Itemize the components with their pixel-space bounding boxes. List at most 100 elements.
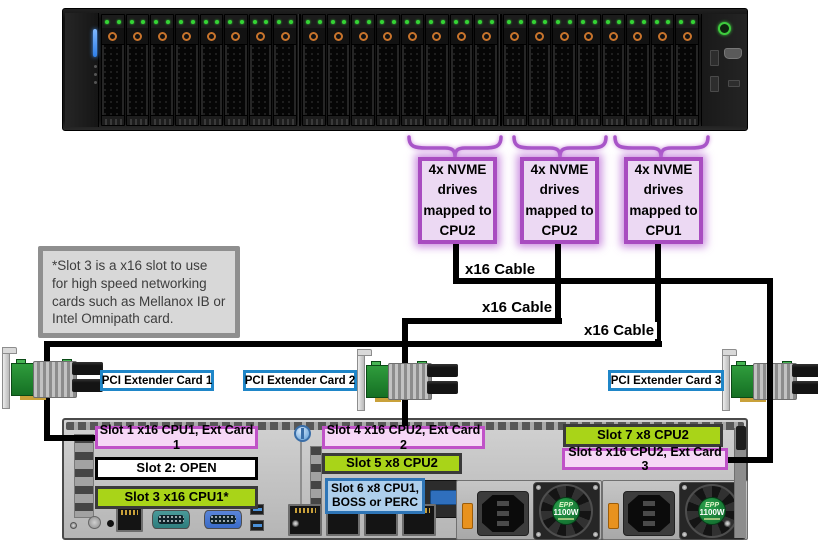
psu-badge-wattage: 1100W: [553, 508, 579, 517]
drive-status-led-icon: [531, 19, 536, 24]
psu-wattage-badge: EPP 1100W: [552, 497, 580, 525]
drive-activity-led-icon: [342, 19, 347, 24]
drive-carrier-top: [627, 15, 649, 28]
inlet-pin: [643, 521, 655, 526]
drive-bay: [101, 14, 125, 126]
drive-bays: [101, 14, 699, 126]
card-clip-icon: [736, 361, 746, 366]
lan-port-icon: [288, 504, 322, 536]
card-connector: [753, 363, 797, 400]
drive-latch: [504, 28, 526, 45]
drive-activity-led-icon: [543, 19, 548, 24]
drive-carrier-top: [651, 15, 674, 28]
drive-status-led-icon: [129, 19, 134, 24]
screw-icon: [724, 520, 731, 527]
card-edge-connector: [740, 398, 766, 402]
drive-carrier-top: [475, 15, 497, 28]
drive-body: [401, 45, 424, 115]
drive-activity-led-icon: [416, 19, 421, 24]
drive-label-strip: [225, 115, 247, 125]
drive-carrier-top: [126, 15, 149, 28]
drive-carrier-top: [528, 15, 551, 28]
drive-carrier-top: [327, 15, 350, 28]
slot-label-2: Slot 2: OPEN: [95, 457, 258, 480]
card-edge-connector: [20, 396, 46, 400]
note-box: *Slot 3 is a x16 slot to use for high sp…: [38, 246, 240, 338]
drive-status-led-icon: [404, 19, 409, 24]
drive-release-button-icon: [432, 31, 442, 41]
drive-status-led-icon: [203, 19, 208, 24]
rear-connector-icon: [736, 426, 746, 450]
slot-label-5: Slot 5 x8 CPU2: [322, 453, 462, 474]
cable-segment: [44, 435, 102, 441]
drive-body: [175, 45, 198, 115]
server-front-image: [62, 8, 748, 131]
slot-label-1: Slot 1 x16 CPU1, Ext Card 1: [95, 423, 258, 452]
drive-latch: [151, 28, 173, 45]
card-cable-plug-icon: [792, 381, 818, 394]
drive-status-led-icon: [478, 19, 483, 24]
drive-latch: [426, 28, 448, 45]
drive-latch: [200, 28, 223, 45]
drive-activity-led-icon: [239, 19, 244, 24]
drive-activity-led-icon: [567, 19, 572, 24]
drive-body: [376, 45, 399, 115]
extender-card-label: PCI Extender Card 1: [100, 370, 214, 391]
drive-label-strip: [627, 115, 649, 125]
drive-activity-led-icon: [215, 19, 220, 24]
drive-activity-led-icon: [592, 19, 597, 24]
psu-wattage-badge: EPP 1100W: [698, 497, 726, 525]
vga-port-icon: [724, 48, 742, 59]
drive-carrier-top: [303, 15, 325, 28]
power-supply: EPP 1100W: [456, 480, 602, 540]
drive-release-button-icon: [457, 31, 467, 41]
slot-label-3: Slot 3 x16 CPU1*: [95, 486, 258, 509]
drive-activity-led-icon: [465, 19, 470, 24]
drive-release-button-icon: [280, 31, 290, 41]
drive-body: [627, 45, 649, 115]
drive-body: [528, 45, 551, 115]
drive-latch: [352, 28, 374, 45]
drive-carrier-top: [200, 15, 223, 28]
drive-status-led-icon: [507, 19, 511, 24]
drive-status-led-icon: [580, 19, 585, 24]
drive-label-strip: [426, 115, 448, 125]
drive-release-button-icon: [559, 31, 569, 41]
drive-label-strip: [651, 115, 674, 125]
drive-latch: [376, 28, 399, 45]
drive-status-led-icon: [330, 19, 335, 24]
screw-icon: [292, 520, 299, 527]
drive-body: [651, 45, 674, 115]
card-cable-plug-icon: [72, 379, 103, 392]
screw-icon: [682, 485, 687, 490]
drive-latch: [327, 28, 350, 45]
cable-segment: [655, 244, 661, 347]
backplane-divider: [298, 14, 301, 126]
screw-icon: [70, 522, 77, 529]
drive-bay: [302, 14, 326, 126]
drive-status-led-icon: [178, 19, 183, 24]
drive-label-strip: [126, 115, 149, 125]
drive-bay: [400, 14, 425, 126]
drive-activity-led-icon: [641, 19, 646, 24]
cable-segment: [44, 341, 662, 347]
drive-latch: [303, 28, 325, 45]
drive-latch: [627, 28, 649, 45]
drive-bay: [248, 14, 273, 126]
card-cable-plug-icon: [792, 364, 818, 377]
drive-label-strip: [528, 115, 551, 125]
drive-bay: [150, 14, 174, 126]
drive-label-strip: [200, 115, 223, 125]
drive-body: [426, 45, 448, 115]
drive-body: [225, 45, 247, 115]
card-bracket-icon: [357, 355, 365, 411]
drive-body: [602, 45, 625, 115]
drive-body: [475, 45, 497, 115]
drive-activity-led-icon: [317, 19, 322, 24]
drive-group-brace: [613, 135, 710, 158]
nvme-mapping-box: 4x NVME drives mapped to CPU2: [520, 157, 599, 244]
drive-release-button-icon: [510, 31, 520, 41]
psu-badge-fineprint: [704, 518, 720, 520]
drive-latch: [249, 28, 272, 45]
